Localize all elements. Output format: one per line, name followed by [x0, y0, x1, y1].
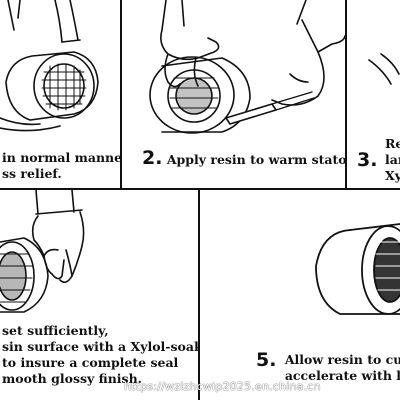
step-1-caption-line-1: in normal manner,	[2, 150, 120, 165]
step-3-caption-line-2: lar	[385, 152, 400, 167]
step-4-caption-line-3: to insure a complete seal	[2, 355, 179, 370]
step-3-number: 3.	[357, 149, 378, 171]
step-1-panel: in normal manner, ss relief.	[0, 0, 120, 188]
divider-1-2	[120, 0, 122, 190]
step-5-illustration	[315, 223, 400, 315]
step-1-caption-line-2: ss relief.	[2, 166, 62, 181]
step-3-caption-line-3: Xy	[385, 168, 400, 183]
step-3-caption-line-1: Re	[385, 136, 400, 151]
step-2-panel: 2. Apply resin to warm stator.	[122, 0, 345, 188]
divider-4-5	[198, 190, 200, 400]
divider-2-3	[345, 0, 347, 190]
step-4-caption-line-1: set sufficiently,	[2, 323, 109, 338]
step-5-panel: 5. Allow resin to cure a accelerate with…	[200, 190, 400, 400]
step-1-illustration	[0, 0, 99, 132]
step-4-illustration	[0, 190, 85, 313]
watermark: https://wzlzhcwip2025.en.china.cn	[124, 380, 321, 393]
step-2-illustration	[149, 0, 345, 134]
step-2-number: 2.	[142, 147, 163, 169]
step-5-caption-line-2: accelerate with low t	[284, 368, 400, 383]
step-3-illustration	[368, 53, 400, 85]
step-2-caption: Apply resin to warm stator.	[166, 152, 345, 167]
step-4-caption-line-2: sin surface with a Xylol-soaked	[2, 339, 198, 354]
step-5-caption-line-1: Allow resin to cure a	[284, 352, 400, 367]
step-5-number: 5.	[256, 349, 277, 371]
row-divider	[0, 188, 400, 190]
step-4-caption-line-4: mooth glossy finish.	[2, 371, 143, 386]
step-3-panel: 3. Re lar Xy	[347, 0, 400, 188]
step-4-panel: set sufficiently, sin surface with a Xyl…	[0, 190, 198, 400]
